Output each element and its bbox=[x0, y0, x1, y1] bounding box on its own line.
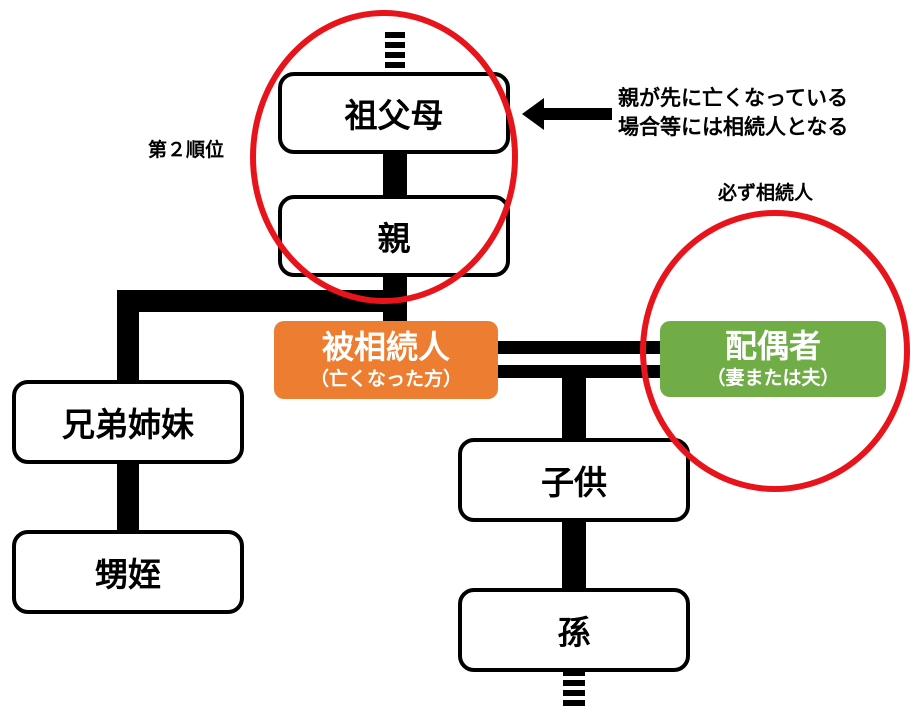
label-second-rank: 第２順位 bbox=[148, 139, 225, 161]
node-children: 子供 bbox=[458, 438, 690, 522]
line-horizontal-siblings bbox=[117, 290, 407, 312]
node-decedent-title: 被相続人 bbox=[321, 328, 450, 366]
dash-bottom bbox=[563, 690, 585, 696]
label-always-heir: 必ず相続人 bbox=[718, 182, 814, 204]
highlight-ring-spouse bbox=[640, 210, 910, 492]
node-decedent-subtitle: （亡くなった方） bbox=[309, 368, 462, 390]
line-siblings-nephews bbox=[117, 462, 139, 534]
dash-bottom bbox=[563, 670, 585, 676]
node-grandchildren: 孫 bbox=[458, 588, 690, 672]
label-grandparents-note-line2: 場合等には相続人となる bbox=[618, 115, 849, 139]
label-grandparents-note: 親が先に亡くなっている 場合等には相続人となる bbox=[618, 84, 848, 142]
node-nephews-nieces-label: 甥姪 bbox=[95, 555, 161, 594]
line-siblings-vertical bbox=[117, 290, 139, 382]
node-siblings: 兄弟姉妹 bbox=[12, 380, 244, 464]
node-nephews-nieces: 甥姪 bbox=[12, 530, 244, 614]
node-siblings-label: 兄弟姉妹 bbox=[62, 405, 194, 444]
line-children-grandchildren bbox=[562, 519, 586, 591]
dash-bottom bbox=[563, 700, 585, 706]
label-grandparents-note-line1: 親が先に亡くなっている bbox=[618, 86, 848, 110]
node-decedent: 被相続人 （亡くなった方） bbox=[274, 321, 498, 399]
node-grandchildren-label: 孫 bbox=[557, 613, 591, 652]
arrow-left-icon bbox=[522, 98, 612, 130]
dash-bottom bbox=[563, 680, 585, 686]
highlight-ring-ascendants bbox=[250, 10, 518, 304]
node-children-label: 子供 bbox=[541, 463, 607, 502]
line-marriage-children bbox=[562, 365, 586, 441]
line-marriage-top bbox=[496, 341, 664, 354]
